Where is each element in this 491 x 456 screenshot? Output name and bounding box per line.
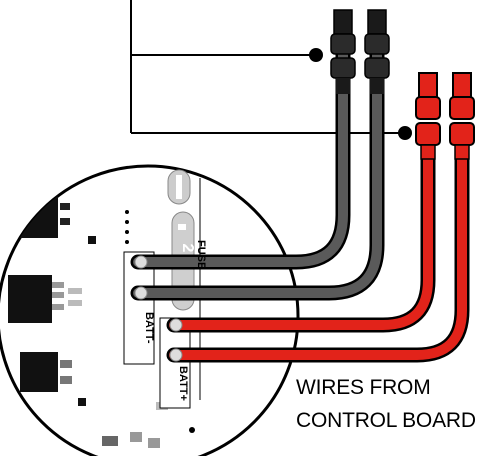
control-board-outline	[130, 0, 412, 140]
batt-pos-label: BATT+	[177, 366, 189, 401]
red-wires	[166, 142, 470, 363]
red-connector-left	[415, 72, 441, 160]
black-wires	[130, 44, 385, 301]
terminal-dot-red	[398, 126, 412, 140]
black-connector-left	[330, 9, 356, 94]
terminal-block-neg	[123, 251, 155, 365]
chip-bottom	[20, 352, 58, 392]
chip-top	[0, 190, 58, 238]
terminal-dot-black	[309, 48, 323, 62]
caption-line-1: WIRES FROM	[296, 376, 431, 399]
fuse-label: FUSE	[195, 240, 207, 269]
black-connector-right	[364, 9, 390, 94]
batt-neg-label: BATT-	[143, 312, 155, 344]
caption-line-2: CONTROL BOARD	[296, 409, 476, 432]
red-connector-right	[449, 72, 475, 160]
fuse-value-label: 2	[179, 244, 196, 253]
magnified-board	[0, 164, 300, 456]
chip-middle	[8, 275, 52, 323]
